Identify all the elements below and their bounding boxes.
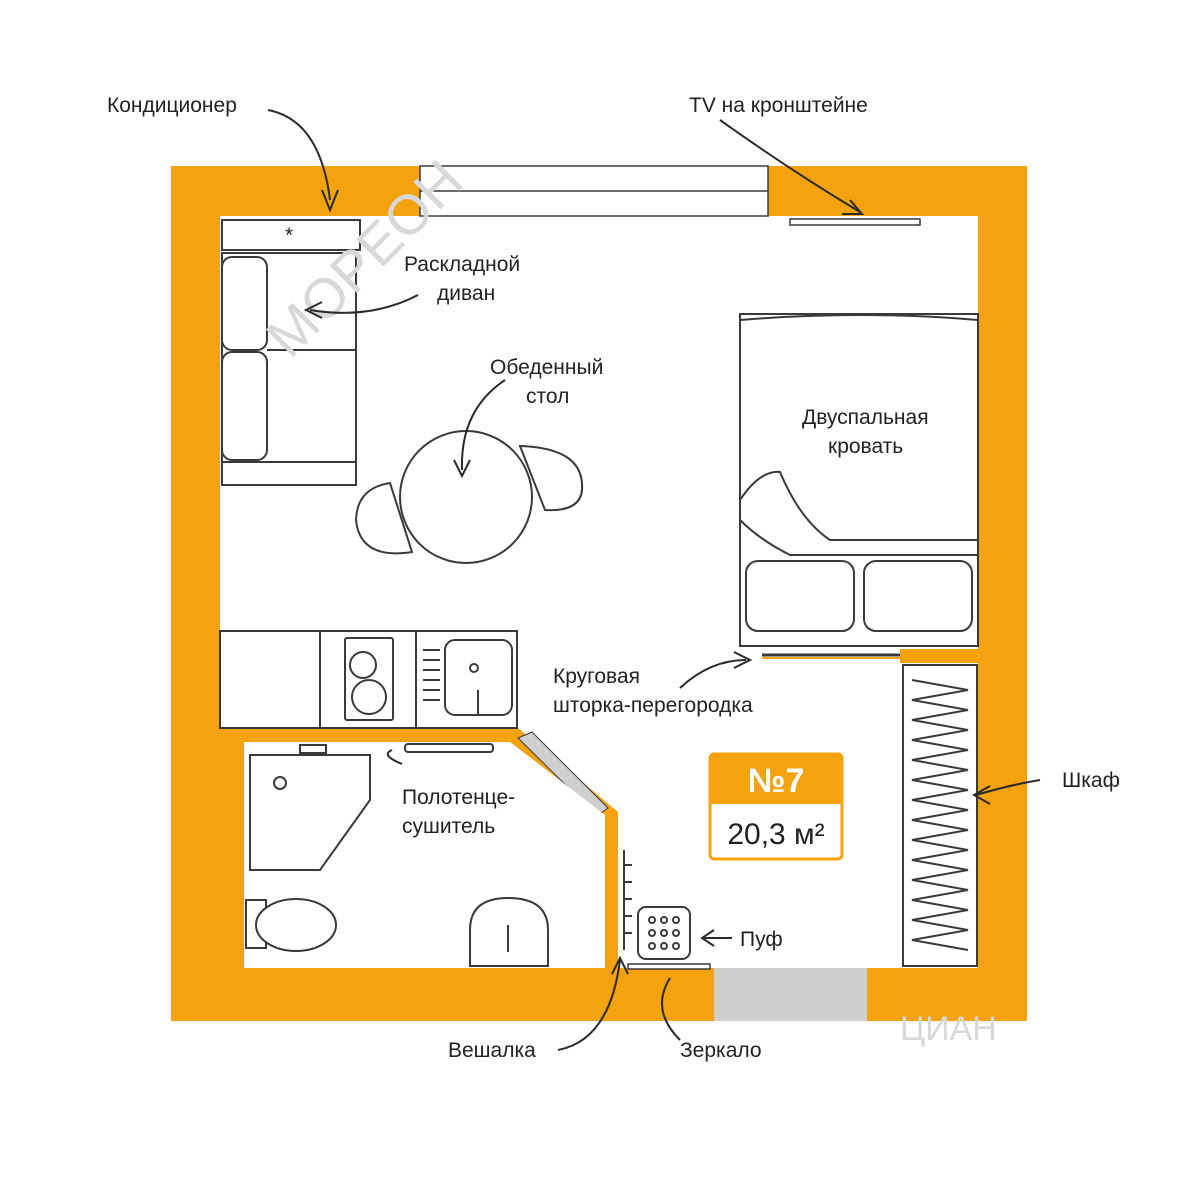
mirror [627,963,711,970]
air-conditioner [221,219,361,251]
coat-hanger [623,850,632,950]
label-air-conditioner: Кондиционер [107,94,237,117]
sofa [221,252,357,486]
label-pouf: Пуф [740,928,783,951]
label-hanger: Вешалка [448,1039,536,1062]
label-tv: TV на кронштейне [689,94,868,117]
apartment-area: 20,3 м² [727,818,824,851]
site-watermark: ЦИАН [900,1010,997,1048]
label-bed-2: кровать [828,435,903,458]
apartment-badge: №7 20,3 м² [708,752,844,861]
label-curtain-2: шторка-перегородка [553,694,753,717]
shower [249,744,371,871]
entrance-door [714,968,867,1021]
label-mirror: Зеркало [680,1039,762,1062]
air-conditioner-mark: * [285,224,293,247]
tv-bracket [789,218,921,226]
label-wardrobe: Шкаф [1062,769,1120,792]
label-curtain-1: Круговая [553,665,640,688]
apartment-number: №7 [748,762,805,800]
label-sofa-1: Раскладной [404,253,520,276]
wardrobe [902,664,978,967]
label-table-1: Обеденный [490,356,603,379]
toilet [245,898,337,952]
bathroom-sink [469,896,549,967]
pouf [637,906,691,960]
label-sofa-2: диван [437,282,495,305]
label-towel-1: Полотенце- [402,786,515,809]
kitchen [219,630,518,729]
label-bed-1: Двуспальная [802,406,929,429]
towel-dryer [404,743,494,753]
wardrobe-wall [900,649,978,663]
double-bed [739,313,979,647]
label-towel-2: сушитель [402,815,495,838]
label-table-2: стол [526,385,569,408]
